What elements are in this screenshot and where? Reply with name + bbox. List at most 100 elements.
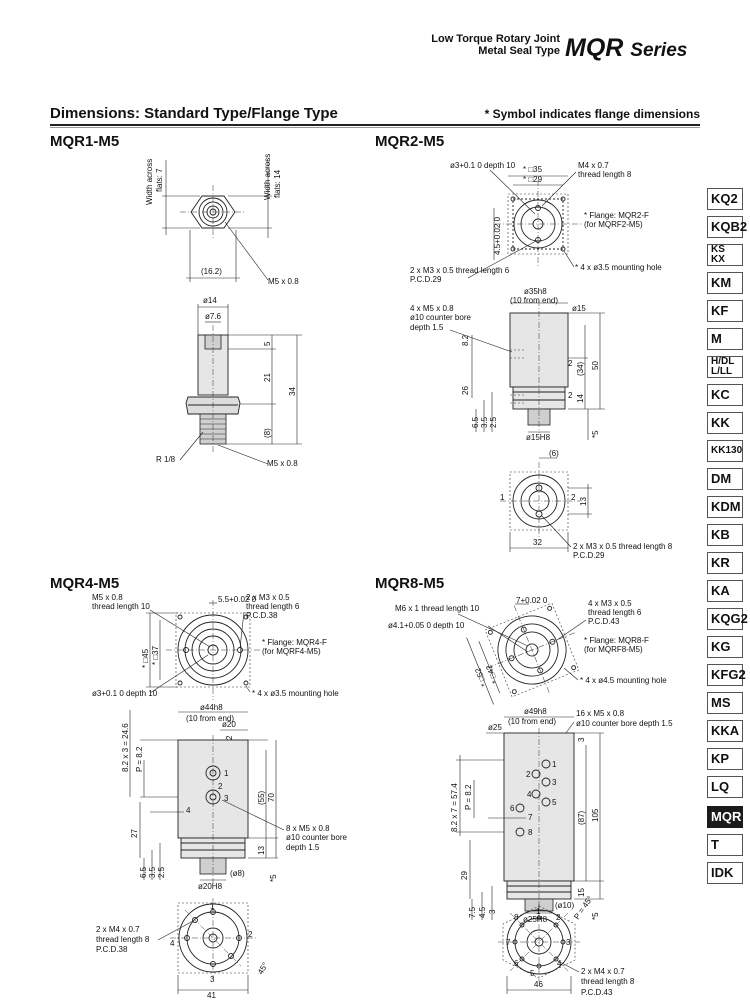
- mqr8-m3-len: thread length 6: [588, 608, 642, 617]
- mqr1-dim-8: (8): [263, 428, 272, 438]
- tab-kr[interactable]: KR: [707, 552, 743, 574]
- mqr2-dim-10fe: (10 from end): [510, 296, 558, 305]
- mqr4-dim-2-5: 2.5: [157, 866, 166, 878]
- mqr4-dim-8: (ø8): [230, 869, 245, 878]
- mqr8-bottom-port-6: 6: [514, 959, 519, 968]
- mqr4-side-view: ø44h8 (10 from end) ø20 1 2 3 4 2 8.2 x …: [121, 703, 347, 891]
- mqr4-m4: 2 x M4 x 0.7: [96, 925, 140, 934]
- mqr1-dim-5: 5: [263, 341, 272, 346]
- mqr4-flange-for: (for MQRF4-M5): [262, 647, 321, 656]
- mqr8-m4: 2 x M4 x 0.7: [581, 967, 625, 976]
- tab-t[interactable]: T: [707, 834, 743, 856]
- mqr4-hole-depth: ø3+0.1 0 depth 10: [92, 689, 158, 698]
- mqr8-bottom-port-8: 8: [514, 913, 519, 922]
- mqr4-dim-6-5: 6.5: [139, 866, 148, 878]
- mqr4-dim-24-6: 8.2 x 3 = 24.6: [121, 723, 130, 772]
- mqr4-m4-len: thread length 8: [96, 935, 150, 944]
- mqr2-dim-2-5: 2.5: [489, 416, 498, 428]
- tab-kk[interactable]: KK: [707, 412, 743, 434]
- mqr1-dim-34: 34: [288, 387, 297, 396]
- tab-ks-kx[interactable]: KS KX: [707, 244, 743, 266]
- mqr8-dim-49h8: ø49h8: [524, 707, 547, 716]
- tab-kq2[interactable]: KQ2: [707, 188, 743, 210]
- mqr2-dim-14: 14: [576, 394, 585, 403]
- mqr4-mount: * 4 x ø3.5 mounting hole: [252, 689, 339, 698]
- tab-lq[interactable]: LQ: [707, 776, 743, 798]
- mqr2-dim-26: 26: [461, 386, 470, 395]
- mqr2-hole-depth: ø3+0.1 0 depth 10: [450, 161, 516, 170]
- tab-kf[interactable]: KF: [707, 300, 743, 322]
- section-note: * Symbol indicates flange dimensions: [484, 107, 700, 121]
- mqr8-cbore: ø10 counter bore depth 1.5: [576, 719, 673, 728]
- mqr8-side-port-7: 7: [528, 813, 533, 822]
- mqr4-dim-27: 27: [130, 829, 139, 838]
- mqr2-mount: * 4 x ø3.5 mounting hole: [575, 263, 662, 272]
- mqr2-dim-50: 50: [591, 361, 600, 370]
- mqr8-side-port-5: 5: [552, 798, 557, 807]
- mqr4-cbore: ø10 counter bore: [286, 833, 347, 842]
- mqr8-dim-3: 3: [577, 737, 586, 742]
- mqr4-m5-8: 8 x M5 x 0.8: [286, 824, 330, 833]
- mqr4-side-port-3: 3: [224, 794, 229, 803]
- mqr8-dim-25: ø25: [488, 723, 502, 732]
- mqr4-dim-3-5: 3.5: [148, 866, 157, 878]
- tab-idk[interactable]: IDK: [707, 862, 743, 884]
- mqr8-flange-for: (for MQRF8-M5): [584, 645, 643, 654]
- mqr2-bottom-port-2: 2: [571, 493, 576, 502]
- mqr2-dim-34p: (34): [576, 361, 585, 376]
- tab-kqg2[interactable]: KQG2: [707, 608, 748, 630]
- mqr4-bottom-port-4: 4: [170, 939, 175, 948]
- tab-h-dl-l-ll[interactable]: H/DL L/LL: [707, 356, 743, 378]
- mqr8-dim-4-1: ø4.1+0.05 0 depth 10: [388, 621, 465, 630]
- mqr4-dim-10fe: (10 from end): [186, 714, 234, 723]
- mqr2-side-view: ø35h8 (10 from end) ø15 4 x M5 x 0.8 ø10…: [410, 287, 605, 442]
- tab-m[interactable]: M: [707, 328, 743, 350]
- mqr8-dim-10fe: (10 from end): [508, 717, 556, 726]
- mqr2-dim-35h8: ø35h8: [524, 287, 547, 296]
- tab-dm[interactable]: DM: [707, 468, 743, 490]
- tab-kfg2[interactable]: KFG2: [707, 664, 746, 686]
- tab-kk130[interactable]: KK130: [707, 440, 743, 462]
- mqr2-bottom-port-1: 1: [500, 493, 505, 502]
- mqr8-side-port-6: 6: [510, 804, 515, 813]
- mqr4-bottom-port-3: 3: [210, 975, 215, 984]
- tab-kp[interactable]: KP: [707, 748, 743, 770]
- mqr2-port-2a: 2: [568, 359, 573, 368]
- mqr8-dim-10: (ø10): [555, 901, 574, 910]
- tab-ka[interactable]: KA: [707, 580, 743, 602]
- mqr4-m3: 2 x M3 x 0.5: [246, 593, 290, 602]
- mqr2-m3: 2 x M3 x 0.5 thread length 6: [410, 266, 510, 275]
- mqr8-dim-7-5: 7.5: [468, 906, 477, 918]
- tab-km[interactable]: KM: [707, 272, 743, 294]
- tab-ms[interactable]: MS: [707, 692, 743, 714]
- mqr4-dim-41: 41: [207, 991, 216, 1000]
- mqr8-dim-15: 15: [577, 888, 586, 897]
- mqr4-dim-70: 70: [267, 793, 276, 802]
- tab-kqb2[interactable]: KQB2: [707, 216, 747, 238]
- tab-kdm[interactable]: KDM: [707, 496, 743, 518]
- mqr4-side-port-2: 2: [218, 782, 223, 791]
- mqr8-flange: * Flange: MQR8-F: [584, 636, 649, 645]
- mqr8-side-port-3: 3: [552, 778, 557, 787]
- mqr4-bottom-port-2: 2: [248, 930, 253, 939]
- mqr4-cbore-depth: depth 1.5: [286, 843, 320, 852]
- tab-kg[interactable]: KG: [707, 636, 743, 658]
- mqr4-pcd-bottom: P.C.D.38: [96, 945, 128, 954]
- model-title-mqr2: MQR2-M5: [375, 133, 445, 150]
- tab-kc[interactable]: KC: [707, 384, 743, 406]
- mqr2-dim-star5: *5: [591, 430, 600, 438]
- mqr4-side-port-1: 1: [224, 769, 229, 778]
- mqr8-m6: M6 x 1 thread length 10: [395, 604, 480, 613]
- tab-mqr[interactable]: MQR: [707, 806, 743, 828]
- mqr1-dim-14: ø14: [203, 296, 217, 305]
- mqr4-flange: * Flange: MQR4-F: [262, 638, 327, 647]
- mqr4-m3-len: thread length 6: [246, 602, 300, 611]
- mqr1-flats-left: flats: 7: [155, 168, 164, 192]
- mqr1-port-m5-top: M5 x 0.8: [268, 277, 299, 286]
- mqr2-flange-for: (for MQRF2-M5): [584, 220, 643, 229]
- tab-kb[interactable]: KB: [707, 524, 743, 546]
- mqr8-side-port-8: 8: [528, 828, 533, 837]
- tab-kka[interactable]: KKA: [707, 720, 743, 742]
- mqr4-bottom-view: 1 2 3 4 2 x M4 x 0.7 thread length 8 P.C…: [96, 898, 270, 1000]
- mqr8-dim-87: (87): [577, 810, 586, 825]
